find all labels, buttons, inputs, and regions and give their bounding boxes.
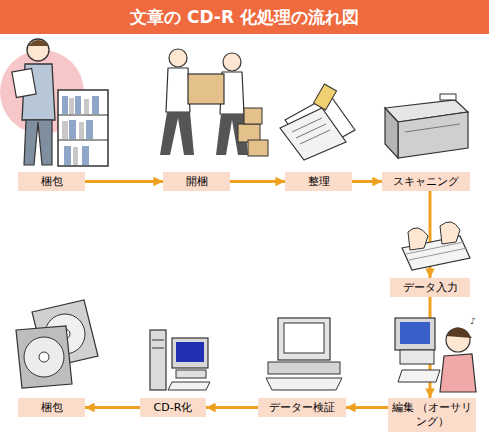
process-label-box: CD-R化	[140, 398, 206, 417]
flow-arrow	[230, 180, 285, 183]
step-label: 梱包	[41, 401, 63, 415]
scanner-illustration	[385, 94, 468, 158]
music-note: ♪	[470, 316, 476, 326]
computer-illustration	[266, 318, 342, 390]
process-label-box: 編集 （オーサリング）	[388, 398, 476, 432]
step-label: 梱包	[41, 175, 63, 189]
cdr-writer-illustration	[150, 330, 210, 390]
step-label: データー検証	[269, 401, 335, 415]
flow-arrow	[206, 406, 258, 409]
step-label: CD-R化	[154, 401, 193, 415]
process-label-box: スキャニング	[382, 172, 470, 191]
flow-arrow	[346, 406, 388, 409]
title-banner	[0, 0, 489, 34]
keyboard-illustration	[402, 222, 470, 270]
step-label: 開梱	[186, 175, 208, 189]
cd-illustration	[16, 300, 98, 388]
step-label: 整理	[308, 175, 330, 189]
editing-person-illustration: ♪	[395, 316, 476, 392]
process-label-box: データ入力	[390, 278, 470, 297]
step-label: データ入力	[403, 281, 458, 295]
flow-arrow	[85, 406, 140, 409]
process-label-box: 開梱	[163, 172, 230, 191]
step-label: 編集 （オーサリング）	[388, 401, 476, 429]
process-label-box: 梱包	[18, 172, 85, 191]
process-label-box: 整理	[285, 172, 352, 191]
flow-arrow	[352, 180, 382, 183]
diagram-title: 文章の CD-R 化処理の流れ図	[0, 0, 489, 34]
carrying-box-illustration	[160, 49, 268, 156]
papers-illustration	[280, 84, 355, 160]
process-label-box: データー検証	[258, 398, 346, 417]
person-bookshelf-illustration	[0, 39, 108, 166]
flow-arrow	[85, 180, 163, 183]
process-label-box: 梱包	[18, 398, 85, 417]
step-label: スキャニング	[393, 175, 459, 189]
